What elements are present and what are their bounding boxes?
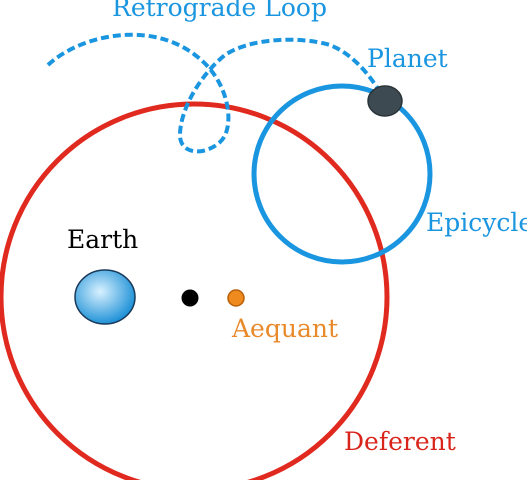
planet-body	[367, 85, 403, 117]
retrograde-loop-path	[46, 32, 387, 154]
planet-label: Planet	[367, 44, 448, 73]
epicycle-circle	[251, 83, 433, 265]
earth-label: Earth	[67, 225, 138, 254]
deferent-center-dot	[181, 289, 199, 307]
aequant-label: Aequant	[231, 314, 338, 343]
deferent-circle	[0, 101, 390, 480]
retrograde-loop-label: Retrograde Loop	[112, 0, 327, 22]
epicycle-label: Epicycle	[426, 208, 527, 237]
deferent-label: Deferent	[344, 427, 456, 456]
earth-globe	[74, 269, 136, 325]
aequant-point	[227, 289, 245, 307]
